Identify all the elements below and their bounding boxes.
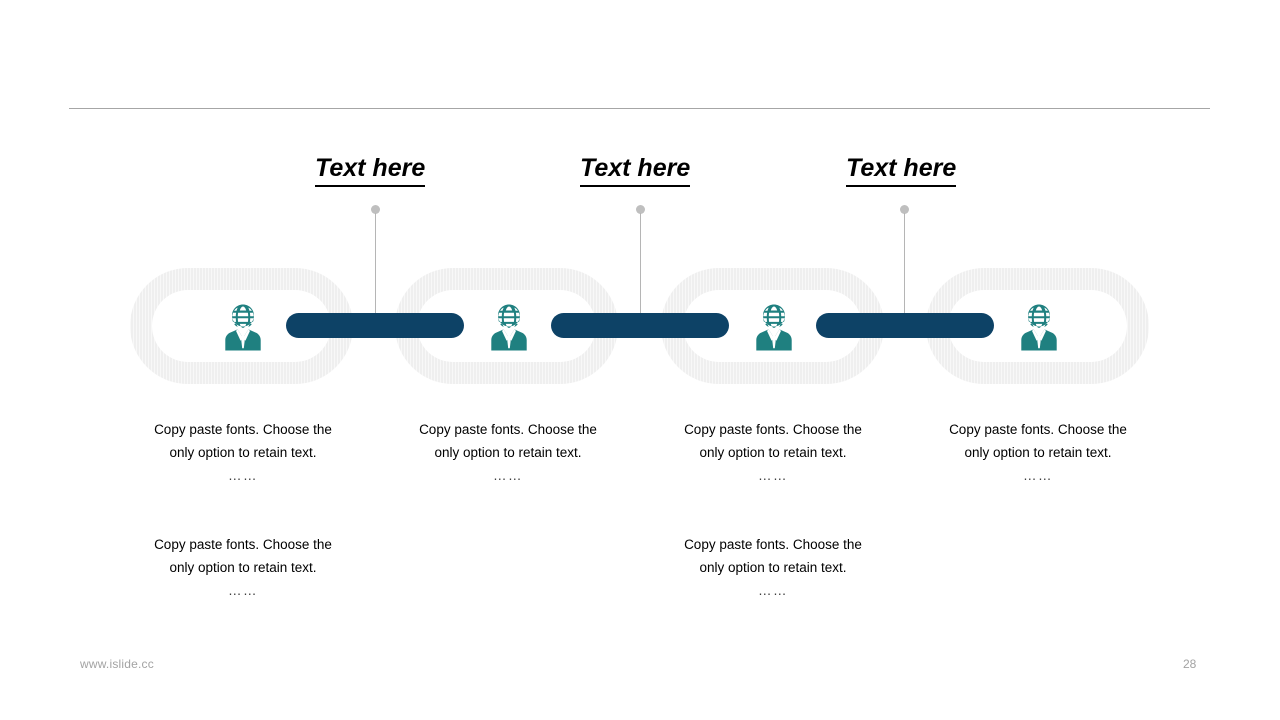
copy-ellipsis: …… [758,583,788,598]
connector-dot-2 [636,205,645,214]
copy-line-2: only option to retain text. [699,445,847,460]
copy-ellipsis: …… [228,583,258,598]
copy-line-2: only option to retain text. [699,560,847,575]
copy-block-5[interactable]: Copy paste fonts. Choose the only option… [135,533,351,602]
copy-line-2: only option to retain text. [964,445,1112,460]
connector-pill-2[interactable] [551,313,729,338]
header-divider [69,108,1210,109]
headings-row: Text here Text here Text here [0,155,1280,195]
copy-line-1: Copy paste fonts. Choose the [949,422,1127,437]
copy-line-1: Copy paste fonts. Choose the [154,422,332,437]
copy-line-1: Copy paste fonts. Choose the [684,422,862,437]
copy-ellipsis: …… [1023,468,1053,483]
copy-ellipsis: …… [493,468,523,483]
businessman-globe-icon [220,303,266,352]
copy-line-1: Copy paste fonts. Choose the [154,537,332,552]
copy-line-2: only option to retain text. [169,445,317,460]
connector-pill-1[interactable] [286,313,464,338]
connector-dot-3 [900,205,909,214]
copy-block-1[interactable]: Copy paste fonts. Choose the only option… [135,418,351,487]
businessman-globe-icon [751,303,797,352]
copy-line-1: Copy paste fonts. Choose the [684,537,862,552]
connector-stem-1 [375,213,376,314]
chain-ring-3[interactable] [661,268,884,384]
businessman-globe-icon [486,303,532,352]
connector-stem-3 [904,213,905,314]
copy-ellipsis: …… [228,468,258,483]
copy-line-1: Copy paste fonts. Choose the [419,422,597,437]
copy-block-2[interactable]: Copy paste fonts. Choose the only option… [400,418,616,487]
copy-block-4[interactable]: Copy paste fonts. Choose the only option… [930,418,1146,487]
heading-2[interactable]: Text here [580,155,691,187]
heading-1[interactable]: Text here [315,155,426,187]
businessman-globe-icon [1016,303,1062,352]
copy-block-6[interactable]: Copy paste fonts. Choose the only option… [665,533,881,602]
copy-line-2: only option to retain text. [434,445,582,460]
page-number: 28 [1183,657,1197,671]
copy-line-2: only option to retain text. [169,560,317,575]
connector-pill-3[interactable] [816,313,994,338]
footer-url[interactable]: www.islide.cc [80,657,154,671]
connector-stem-2 [640,213,641,314]
copy-ellipsis: …… [758,468,788,483]
heading-3[interactable]: Text here [846,155,957,187]
copy-block-3[interactable]: Copy paste fonts. Choose the only option… [665,418,881,487]
connector-dot-1 [371,205,380,214]
